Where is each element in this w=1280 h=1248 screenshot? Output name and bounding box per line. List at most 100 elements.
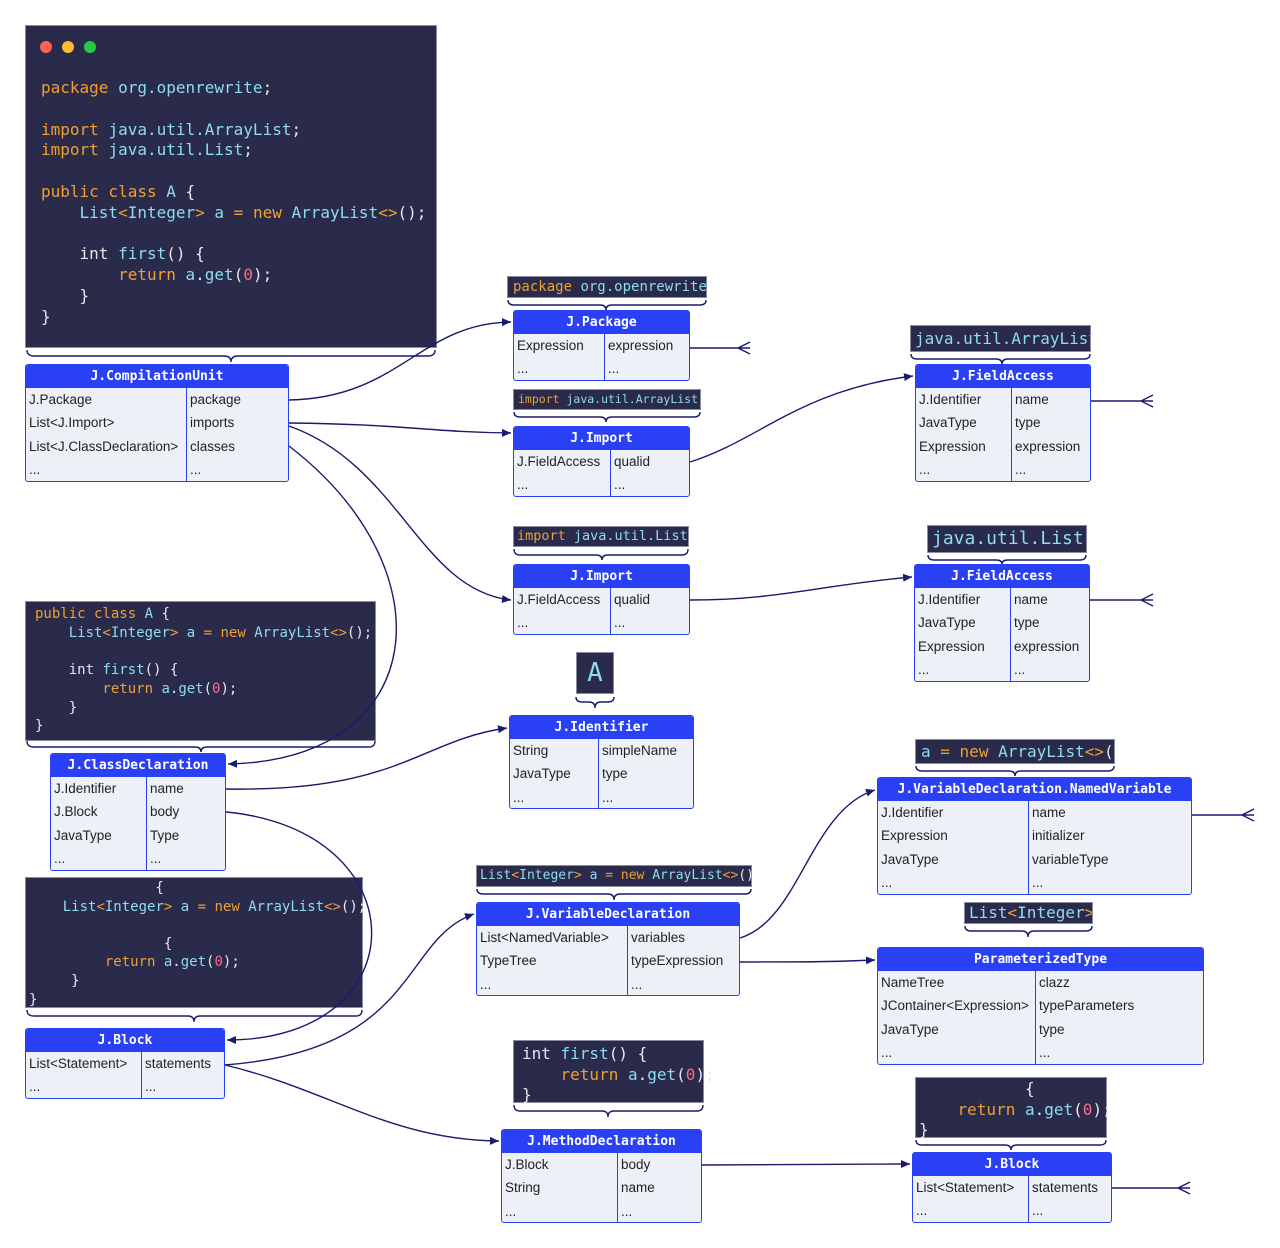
code-token: { bbox=[153, 606, 170, 622]
code-token: return bbox=[41, 265, 186, 285]
field-type: List<J.Import> bbox=[29, 415, 115, 431]
code-line: int first() { bbox=[41, 244, 436, 265]
code-token: > bbox=[163, 898, 181, 915]
code-line: { bbox=[29, 935, 362, 954]
code-token: ; bbox=[243, 140, 253, 160]
brace-main bbox=[26, 349, 436, 363]
edge-vardecl-namedvar bbox=[739, 788, 876, 939]
code-token: int bbox=[35, 662, 103, 679]
code-token: () { bbox=[608, 1044, 648, 1063]
edge-cu-classdecl bbox=[227, 445, 398, 768]
code-token: <> bbox=[1084, 742, 1105, 761]
code-token: ; bbox=[291, 119, 302, 139]
field-type: Expression bbox=[881, 828, 948, 844]
code-token: ArrayList bbox=[652, 868, 723, 883]
field-type: J.FieldAccess bbox=[517, 592, 601, 607]
field-name: ... bbox=[145, 1079, 157, 1095]
field-name: qualid bbox=[614, 592, 651, 607]
brace-block bbox=[26, 1009, 363, 1023]
field-type: ... bbox=[54, 850, 66, 866]
node-title: J.FieldAccess bbox=[916, 365, 1090, 388]
code-token: } bbox=[919, 1120, 929, 1139]
code-line: } bbox=[522, 1085, 703, 1106]
code-token: a bbox=[180, 898, 190, 915]
stub-namedvar bbox=[1192, 808, 1255, 822]
field-name: ... bbox=[1015, 461, 1027, 477]
field-name: type bbox=[602, 766, 628, 782]
code-token: new bbox=[214, 898, 249, 915]
code-token: import bbox=[41, 119, 109, 139]
field-type: JavaType bbox=[513, 766, 571, 782]
code-token: import bbox=[518, 392, 567, 406]
edge-vardecl-ptype bbox=[739, 956, 876, 965]
code-line: import java.util.List; bbox=[41, 140, 436, 161]
field-name: name bbox=[621, 1180, 655, 1196]
code-line: java.util.List; bbox=[932, 526, 1086, 552]
brace-ptype bbox=[964, 925, 1093, 938]
code-token: > bbox=[195, 202, 215, 222]
code-token: () { bbox=[144, 662, 179, 679]
code-line: return a.get(0); bbox=[522, 1064, 715, 1086]
field-name: Type bbox=[150, 827, 180, 843]
field-name: statements bbox=[1032, 1180, 1099, 1195]
code-token: a bbox=[1024, 1099, 1035, 1119]
edge-import2-fa2 bbox=[689, 573, 913, 601]
field-name: ... bbox=[1014, 661, 1026, 677]
code-token: ); bbox=[252, 265, 273, 285]
code-line: } bbox=[35, 717, 375, 736]
code-token: } bbox=[35, 718, 44, 735]
main-code-window: package org.openrewrite; import java.uti… bbox=[25, 25, 437, 348]
edge-import1-fa1 bbox=[689, 373, 914, 463]
code-line: List<Integer> a = new ArrayList<>(); bbox=[29, 898, 367, 917]
node-title: J.FieldAccess bbox=[915, 565, 1089, 588]
code-token: org.openrewrite bbox=[118, 78, 263, 97]
code-line: public class A { bbox=[41, 182, 436, 203]
edge-block1-vardecl bbox=[224, 913, 475, 1066]
edge-class-ident bbox=[225, 725, 508, 790]
code-token: get bbox=[204, 265, 234, 285]
code-token: List bbox=[79, 202, 119, 222]
maximize-dot bbox=[84, 41, 96, 53]
code-token: ArrayList bbox=[254, 624, 331, 641]
field-name: typeExpression bbox=[631, 953, 724, 969]
field-type: List<J.ClassDeclaration> bbox=[29, 438, 179, 454]
import-arraylist-snippet: import java.util.ArrayList; bbox=[513, 389, 701, 410]
code-line: } bbox=[41, 307, 436, 328]
code-token: Integer bbox=[127, 202, 196, 222]
code-token: a bbox=[214, 202, 225, 222]
code-token: { bbox=[29, 935, 173, 952]
field-type: ... bbox=[517, 477, 529, 493]
field-name: name bbox=[150, 781, 184, 796]
code-token: ; bbox=[262, 78, 273, 97]
node-title: J.Block bbox=[913, 1153, 1111, 1176]
code-line: List<Integer> a = new ArrayList<>(); bbox=[41, 203, 436, 224]
code-token: <> bbox=[722, 868, 739, 883]
code-line: { bbox=[29, 879, 362, 898]
code-token: <> bbox=[330, 624, 347, 641]
field-name: name bbox=[1014, 592, 1048, 607]
code-token: package bbox=[513, 279, 581, 295]
import-list-snippet: import java.util.List; bbox=[513, 526, 689, 547]
code-token: (); bbox=[1104, 742, 1114, 761]
node-title: J.Import bbox=[514, 565, 689, 588]
code-token: } bbox=[35, 699, 78, 716]
code-token: ArrayList bbox=[248, 898, 325, 915]
field-type: ... bbox=[505, 1203, 517, 1219]
code-token: 0 bbox=[685, 1064, 696, 1084]
field-type: ... bbox=[517, 615, 529, 631]
code-token: . bbox=[195, 265, 205, 285]
code-token: > bbox=[1085, 903, 1092, 922]
code-token: a bbox=[627, 1064, 638, 1084]
stub-fa2 bbox=[1090, 593, 1154, 607]
code-token: a bbox=[163, 954, 173, 971]
code-token: return bbox=[35, 680, 162, 697]
code-token: import bbox=[517, 528, 574, 544]
code-token: } bbox=[41, 306, 51, 326]
brace-class bbox=[26, 740, 376, 753]
